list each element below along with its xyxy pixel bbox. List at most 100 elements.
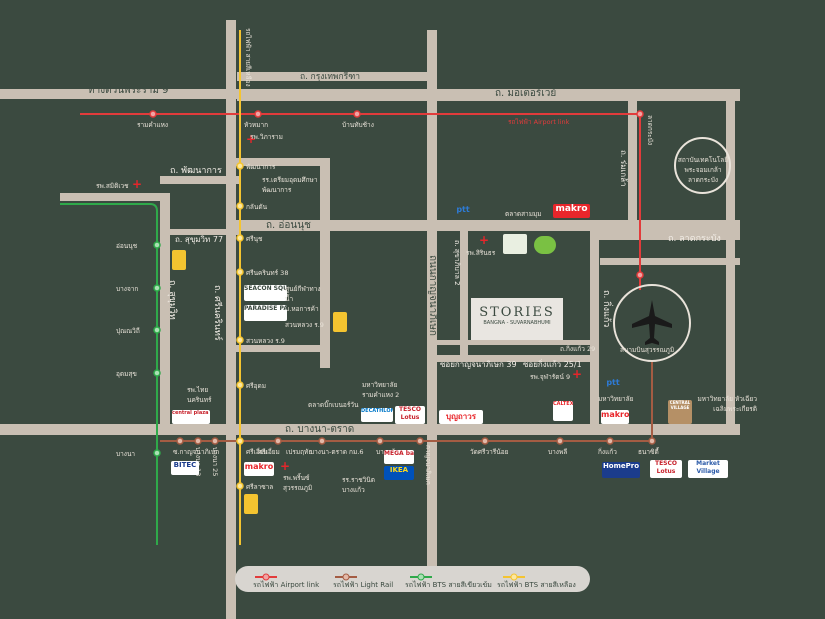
- label-lr-left-3: บางนา 25: [211, 447, 219, 477]
- label-suanluang: สวนหลวง ร.9: [285, 321, 324, 329]
- store-marker-5: [534, 236, 556, 254]
- tesco-logo-2: TESCO Lotus: [650, 460, 682, 478]
- label-school-bangna: รร.ราชวินิต บางแก้ว: [342, 476, 375, 494]
- makro-logo-1: makro: [553, 204, 590, 218]
- station-onnut: [153, 241, 161, 249]
- station-sriiam: [236, 437, 244, 445]
- road-expressway: [0, 89, 237, 99]
- bts-green-line: [60, 203, 158, 545]
- legend-dot-lightrail: [342, 573, 350, 581]
- hospital-icon: +: [246, 132, 257, 146]
- lr-station-5: [318, 437, 326, 445]
- hospital-icon-2: +: [132, 177, 143, 191]
- label-lr-6: วัดศรีวารีน้อย: [470, 448, 509, 456]
- label-yellow-3: ศรีนุช: [246, 235, 263, 243]
- stories-project-logo: STORIES BANGNA - SUVARNABHUMI: [471, 298, 563, 340]
- label-sportcomplex: ศูนย์กีฬาทางน้ำ ม.หอการค้า: [285, 285, 321, 313]
- legend-light-rail: รถไฟฟ้า Light Rail: [333, 581, 394, 589]
- light-rail-stations: [176, 437, 656, 445]
- store-marker-4: [503, 234, 527, 254]
- station-bantapchang: [353, 110, 361, 118]
- stories-sub: BANGNA - SUVARNABHUMI: [483, 320, 551, 326]
- station-bangna: [153, 449, 161, 457]
- station-srinuch: [236, 234, 244, 242]
- label-lr-5: กาญจนาภิเษก: [424, 445, 432, 485]
- road-romklao: [628, 89, 637, 231]
- store-marker-3: [244, 494, 258, 514]
- label-yellow-2: กลันตัน: [246, 203, 268, 211]
- tesco-logo-1: TESCO Lotus: [395, 406, 425, 424]
- station-suanluang: [236, 336, 244, 344]
- bitec-logo: BITEC: [171, 461, 199, 475]
- label-station-latkrabang: ลาดกระบัง: [646, 115, 654, 146]
- road-soi-kingkaeo29: [436, 340, 596, 345]
- store-marker-2: [333, 312, 347, 332]
- green-stations: [153, 241, 161, 457]
- ptt-logo: ptt: [456, 205, 470, 214]
- homepro-logo: HomePro: [602, 462, 640, 478]
- station-phatthanakan: [236, 162, 244, 170]
- road-phatthanakan-2: [230, 158, 320, 166]
- label-hosp-sirinthorn: รพ.สิรินธร: [466, 249, 496, 257]
- lr-station-7: [416, 437, 424, 445]
- road-srinakarin: [226, 20, 236, 619]
- label-lat-krabang: ถ. ลาดกระบัง: [668, 234, 721, 244]
- label-yellow-line: รถไฟฟ้า สายสีเหลือง: [244, 28, 252, 87]
- road-krungthep-kreetha: [237, 72, 427, 81]
- label-yellow-4: ศรีนครินทร์ 38: [246, 269, 289, 277]
- ptt-logo-2: ptt: [606, 378, 620, 387]
- label-srinakarin: ถ. ศรีนครินทร์: [212, 285, 222, 341]
- label-kmitl: สถาบันเทคโนโลยีพระจอมเกล้า ลาดกระบัง: [677, 156, 729, 184]
- market-village-logo: Market Village: [688, 460, 728, 478]
- station-klantan: [236, 202, 244, 210]
- label-lr-2: เปรมฤทัย: [286, 448, 313, 456]
- station-srilasal: [236, 482, 244, 490]
- legend-dot-green: [417, 573, 425, 581]
- road-suanluang: [236, 345, 330, 352]
- makro-logo-3: makro: [244, 462, 274, 476]
- lr-station-1: [176, 437, 184, 445]
- label-soi-kingkaeo25-1: ซอยกิ่งแก้ว 25/1: [523, 360, 582, 369]
- road-motorway: [237, 89, 740, 101]
- label-station-huamak: หัวหมาก: [244, 121, 269, 129]
- road-sukhumvit: [160, 193, 170, 433]
- seacon-logo: SEACON SQUARE: [244, 285, 287, 301]
- legend-bts-green: รถไฟฟ้า BTS สายสีเขียวเข้ม: [405, 581, 492, 589]
- label-hosp-ploenchit: รพ.พริ้นซ์ สุวรรณภูมิ: [283, 474, 313, 492]
- label-yellow-6: ศรีอุดม: [246, 382, 267, 390]
- label-bangna-trad: ถ. บางนา-ตราด: [285, 424, 355, 435]
- label-uni-huachiew: มหาวิทยาลัย หัวเฉียว เฉลิมพระเกียรติ: [697, 395, 757, 413]
- label-market-sammunmuang: ตลาดสามมุม: [505, 210, 542, 218]
- store-marker-1: [172, 250, 186, 270]
- label-kanchanaphisek: ถนนกาญจนาภิเษก: [427, 255, 438, 336]
- station-ramkhamhaeng: [149, 110, 157, 118]
- label-king-kaeo: ถ. กิ่งแก้ว: [601, 290, 611, 328]
- label-lr-3: บางนา-ตราด กม.6: [310, 448, 364, 456]
- road-bangna-trad: [0, 424, 740, 435]
- hospital-icon-4: +: [572, 367, 583, 381]
- label-hosp-samitivej: รพ.สมิติเวช: [96, 182, 129, 190]
- label-onnut: ถ. อ่อนนุช: [266, 220, 311, 231]
- lr-station-3: [211, 437, 219, 445]
- label-expressway: ทางด่วนพระราม 9: [88, 85, 169, 96]
- label-green-4: อุดมสุข: [116, 370, 137, 378]
- label-station-ramkhamhaeng: รามคำแหง: [137, 121, 169, 129]
- central-bangna-logo: central plaza bangna: [172, 410, 210, 424]
- station-airport: [636, 271, 644, 279]
- station-srinakarin38: [236, 268, 244, 276]
- label-green-1: อ่อนนุช: [116, 242, 138, 250]
- yellow-stations: [236, 162, 244, 490]
- label-romklao: ถ. ร่มเกล้า: [619, 150, 628, 187]
- decathlon-logo: DECATHLON: [361, 408, 393, 422]
- legend-bts-yellow: รถไฟฟ้า BTS สายสีเหลือง: [497, 581, 576, 589]
- makro-logo-2: makro: [601, 410, 629, 424]
- lr-station-9: [556, 437, 564, 445]
- roads: [0, 20, 740, 619]
- label-market-bangna: ตลาดบิ๊กเบนอร์วัน: [308, 401, 359, 409]
- road-right-edge: [726, 89, 735, 435]
- label-ramkhamhaeng2: มหาวิทยาลัย รามคำแหง 2: [362, 381, 400, 399]
- map-legend: รถไฟฟ้า Airport link รถไฟฟ้า Light Rail …: [235, 566, 590, 592]
- label-lr-8: กิ่งแก้ว: [598, 448, 617, 456]
